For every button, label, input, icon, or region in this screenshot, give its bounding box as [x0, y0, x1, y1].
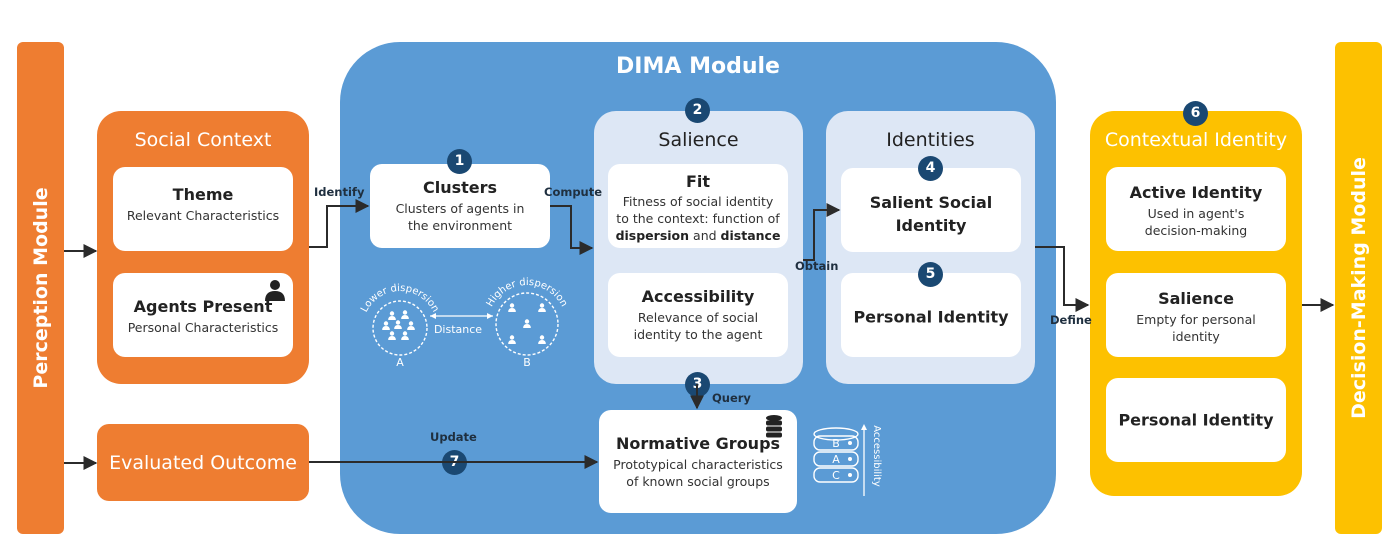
- contextual-salience-subtitle: Empty for personal identity: [1136, 312, 1256, 344]
- edge-label-obtain: Obtain: [795, 259, 839, 273]
- normative-groups-card: Normative Groups Prototypical characteri…: [599, 410, 797, 513]
- personal-identity-card: Personal Identity: [841, 273, 1021, 357]
- salient-social-identity-label: Salient Social Identity: [841, 191, 1021, 237]
- contextual-salience-title: Salience: [1158, 289, 1234, 308]
- distance-label: Distance: [434, 323, 482, 336]
- accessibility-title: Accessibility: [641, 287, 755, 306]
- clusters-subtitle: Clusters of agents in the environment: [395, 201, 525, 233]
- social-context-title: Social Context: [134, 129, 272, 151]
- cluster-a-agents: [382, 310, 415, 340]
- accessibility-card: Accessibility Relevance of social identi…: [608, 273, 788, 357]
- edge-label-compute: Compute: [544, 185, 603, 199]
- dima-module-title: DIMA Module: [616, 54, 780, 79]
- stack-level-1: B: [832, 437, 840, 450]
- clusters-title: Clusters: [422, 178, 498, 197]
- contextual-identity-title: Contextual Identity: [1104, 129, 1288, 151]
- stack-level-2: A: [832, 453, 840, 466]
- edge-label-define: Define: [1050, 313, 1092, 327]
- database-icon: [766, 415, 782, 438]
- clusters-card: Clusters Clusters of agents in the envir…: [370, 164, 550, 248]
- fit-distance: distance: [720, 228, 781, 243]
- theme-title: Theme: [172, 185, 234, 204]
- accessibility-stack: B A C Accessibility: [813, 424, 882, 496]
- dispersion-illustration: Lower dispersion Higher dispersion Dista…: [359, 277, 569, 369]
- clusters-badge: 1: [447, 149, 472, 174]
- fit-line-1: Fitness of social identity: [622, 194, 774, 209]
- personal-identity-badge: 5: [918, 262, 943, 287]
- agents-present-subtitle: Personal Characteristics: [127, 320, 279, 335]
- contextual-personal-identity-label: Personal Identity: [1118, 410, 1274, 430]
- update-badge: 7: [442, 450, 467, 475]
- decision-making-module: Decision-Making Module: [1335, 42, 1382, 534]
- salience-badge: 2: [685, 98, 710, 123]
- cluster-a-outline: [372, 300, 428, 356]
- identities-title: Identities: [886, 129, 975, 151]
- perception-module-label: Perception Module: [29, 187, 52, 389]
- agents-present-title: Agents Present: [133, 297, 273, 316]
- cluster-b-outline: [495, 292, 559, 356]
- agents-present-card: Agents Present Personal Characteristics: [113, 273, 293, 357]
- fit-line-2: to the context: function of: [616, 211, 780, 226]
- cluster-a-label: A: [396, 356, 404, 369]
- accessibility-subtitle: Relevance of social identity to the agen…: [633, 310, 763, 342]
- edge-label-query: Query: [712, 391, 751, 405]
- salient-social-identity-card: Salient Social Identity: [841, 168, 1021, 252]
- cluster-b-label: B: [523, 356, 531, 369]
- contextual-salience-card: Salience Empty for personal identity: [1106, 273, 1286, 357]
- active-identity-subtitle: Used in agent's decision-making: [1144, 206, 1248, 238]
- fit-description: Fitness of social identity to the contex…: [608, 193, 788, 244]
- normative-groups-title: Normative Groups: [615, 434, 781, 453]
- contextual-identity-badge: 6: [1183, 101, 1208, 126]
- normative-groups-subtitle: Prototypical characteristics of known so…: [613, 457, 783, 489]
- person-icon: [265, 280, 285, 301]
- fit-dispersion: dispersion: [615, 228, 690, 243]
- perception-module: Perception Module: [17, 42, 64, 534]
- accessibility-axis-label: Accessibility: [871, 425, 882, 487]
- contextual-identity-panel: Contextual Identity Active Identity Used…: [1090, 111, 1302, 496]
- salience-title: Salience: [658, 129, 739, 151]
- decision-making-module-label: Decision-Making Module: [1347, 157, 1370, 419]
- contextual-personal-identity-card: Personal Identity: [1106, 378, 1286, 462]
- fit-title: Fit: [685, 172, 711, 191]
- salient-identity-badge: 4: [918, 156, 943, 181]
- cluster-b-agents: [508, 303, 546, 344]
- salient-social-identity-line-2: Identity: [895, 216, 967, 235]
- active-identity-title: Active Identity: [1129, 183, 1263, 202]
- fit-card: Fit Fitness of social identity to the co…: [608, 164, 788, 248]
- lower-dispersion-label: Lower dispersion: [359, 283, 441, 314]
- active-identity-card: Active Identity Used in agent's decision…: [1106, 167, 1286, 251]
- salient-social-identity-line-1: Salient Social: [869, 193, 993, 212]
- edge-label-update: Update: [430, 430, 477, 444]
- query-badge: 3: [685, 372, 710, 397]
- personal-identity-label: Personal Identity: [853, 307, 1009, 327]
- edge-label-identify: Identify: [314, 185, 365, 199]
- social-context-panel: Social Context Theme Relevant Characteri…: [97, 111, 309, 384]
- evaluated-outcome-box: Evaluated Outcome: [97, 424, 309, 501]
- evaluated-outcome-label: Evaluated Outcome: [109, 451, 297, 474]
- stack-level-3: C: [832, 469, 840, 482]
- fit-and: and: [693, 228, 717, 243]
- theme-subtitle: Relevant Characteristics: [126, 208, 280, 223]
- theme-card: Theme Relevant Characteristics: [113, 167, 293, 251]
